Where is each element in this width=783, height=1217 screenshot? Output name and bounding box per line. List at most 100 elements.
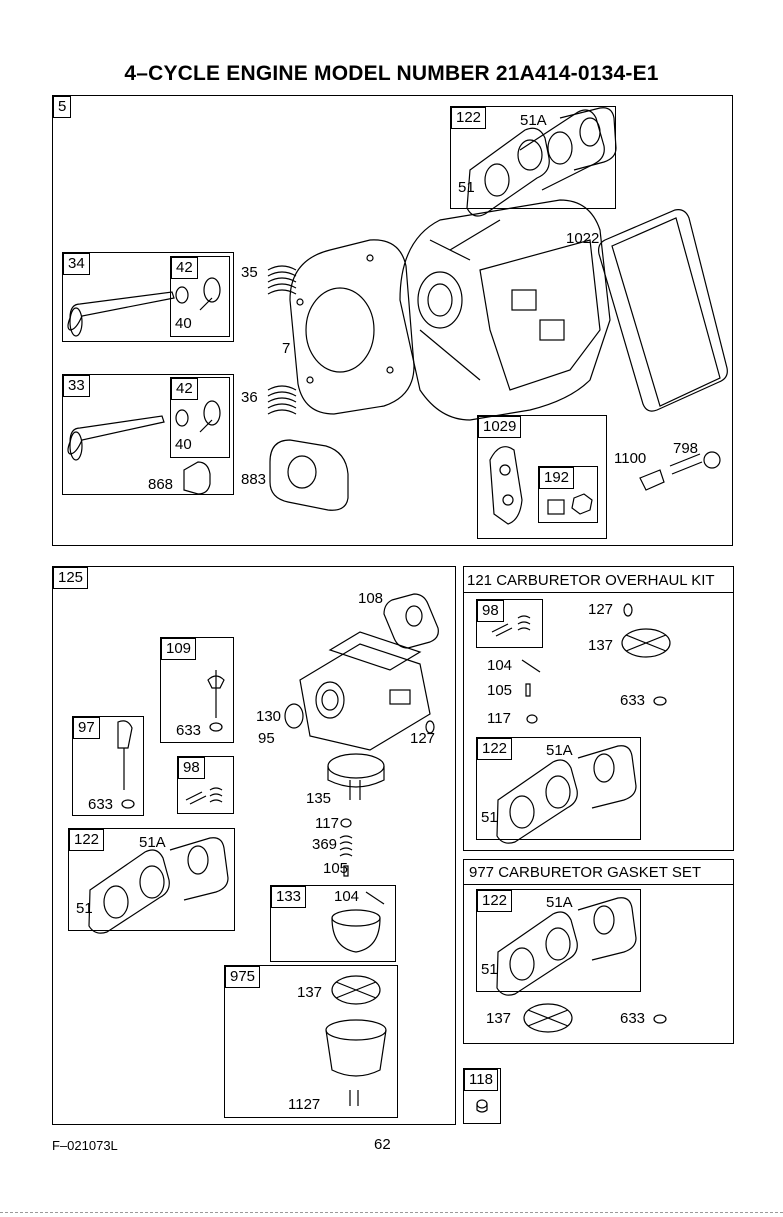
jet-drawing-117-kit bbox=[526, 714, 538, 724]
ref-tag-122-top: 122 bbox=[451, 107, 487, 129]
ref-tag-975: 975 bbox=[225, 966, 261, 988]
intake-gasket-drawing-top bbox=[466, 107, 617, 217]
gasket-group-box-set bbox=[476, 889, 641, 992]
intake-valve-box bbox=[62, 374, 234, 495]
valve-drawing-34 bbox=[67, 277, 221, 337]
gasket-group-box-top bbox=[450, 106, 616, 209]
ref-tag-125: 125 bbox=[53, 567, 89, 589]
label-105-carb: 105 bbox=[323, 860, 349, 877]
label-130: 130 bbox=[256, 708, 282, 725]
label-36: 36 bbox=[241, 389, 258, 406]
label-40a: 40 bbox=[175, 315, 192, 332]
ref-tag-34: 34 bbox=[63, 253, 90, 275]
label-105-kit: 105 bbox=[487, 682, 513, 699]
ref-tag-33: 33 bbox=[63, 375, 90, 397]
label-868: 868 bbox=[148, 476, 174, 493]
gasket-set-header: 977 CARBURETOR GASKET SET bbox=[469, 864, 702, 881]
label-633-throttle: 633 bbox=[88, 796, 114, 813]
bowl-gasket-drawing-kit bbox=[621, 628, 671, 658]
label-137-carb: 137 bbox=[297, 984, 323, 1001]
breather-tube-drawing bbox=[639, 451, 721, 491]
choke-shaft-drawing bbox=[207, 670, 225, 732]
document-code: F–021073L bbox=[52, 1138, 118, 1153]
rocker-nut-box bbox=[538, 466, 598, 523]
bottom-dashed-rule bbox=[0, 1212, 783, 1213]
label-633-kit: 633 bbox=[620, 692, 646, 709]
intake-gasket-drawing-set bbox=[496, 897, 637, 996]
label-51-top: 51 bbox=[458, 179, 475, 196]
part-118-panel bbox=[463, 1068, 501, 1124]
label-798: 798 bbox=[673, 440, 699, 457]
page-number: 62 bbox=[374, 1136, 391, 1153]
label-633-set: 633 bbox=[620, 1010, 646, 1027]
label-104-kit: 104 bbox=[487, 657, 513, 674]
overhaul-kit-header-rule bbox=[463, 592, 734, 593]
cylinder-head-panel bbox=[52, 95, 733, 546]
needle-drawing-105-kit bbox=[525, 683, 531, 697]
ref-tag-133: 133 bbox=[271, 886, 307, 908]
label-95: 95 bbox=[258, 730, 275, 747]
exhaust-valve-box bbox=[62, 252, 234, 342]
ref-tag-98-carb: 98 bbox=[178, 757, 205, 779]
intake-gasket-drawing-carb bbox=[88, 837, 229, 934]
part-118-drawing bbox=[476, 1099, 488, 1113]
valve-drawing-33 bbox=[67, 400, 221, 461]
throttle-plate-drawing bbox=[284, 703, 304, 729]
gasket-group-box-carb bbox=[68, 828, 235, 931]
idle-screw-drawing-kit bbox=[491, 615, 531, 637]
page-title: 4–CYCLE ENGINE MODEL NUMBER 21A414-0134-… bbox=[124, 62, 659, 85]
gasket-set-panel bbox=[463, 859, 734, 1044]
label-135: 135 bbox=[306, 790, 332, 807]
ref-tag-118: 118 bbox=[464, 1069, 498, 1091]
label-117-carb: 117 bbox=[315, 815, 339, 832]
label-40b: 40 bbox=[175, 436, 192, 453]
ref-tag-97: 97 bbox=[73, 717, 100, 739]
idle-screw-box-carb bbox=[177, 756, 234, 814]
ref-tag-42b: 42 bbox=[171, 378, 198, 400]
label-127-kit: 127 bbox=[588, 601, 614, 618]
label-108: 108 bbox=[358, 590, 384, 607]
idle-screw-box-kit bbox=[476, 599, 543, 648]
label-51A-carb: 51A bbox=[139, 834, 166, 851]
label-1127: 1127 bbox=[288, 1096, 321, 1113]
label-883: 883 bbox=[241, 471, 267, 488]
washer-drawing-633-set bbox=[653, 1014, 667, 1024]
label-1022: 1022 bbox=[566, 230, 600, 247]
label-633-choke: 633 bbox=[176, 722, 202, 739]
valve-cover-gasket-drawing bbox=[598, 209, 728, 412]
washer-drawing-633-kit bbox=[653, 696, 667, 706]
label-1100: 1100 bbox=[614, 450, 647, 467]
label-35: 35 bbox=[241, 264, 258, 281]
seal-drawing-127-kit bbox=[623, 603, 633, 617]
label-7: 7 bbox=[282, 340, 291, 357]
valve-spring-drawing-35 bbox=[267, 265, 297, 295]
cylinder-head-drawing bbox=[399, 199, 611, 421]
jet-spring-drawing bbox=[339, 818, 353, 877]
label-51A-kit: 51A bbox=[546, 742, 573, 759]
ref-tag-1029: 1029 bbox=[478, 416, 522, 438]
head-gasket-drawing bbox=[289, 239, 415, 415]
carburetor-body-drawing bbox=[299, 631, 431, 751]
ref-tag-98-kit: 98 bbox=[477, 600, 504, 622]
label-51A-top: 51A bbox=[520, 112, 547, 129]
bowl-drawing-133 bbox=[331, 891, 385, 953]
ref-tag-122-kit: 122 bbox=[477, 738, 513, 760]
retainer-box-b bbox=[170, 377, 230, 458]
valve-guide-drawing bbox=[183, 461, 211, 495]
carb-gasket-drawing-108 bbox=[383, 593, 439, 649]
retainer-box-a bbox=[170, 256, 230, 337]
pin-drawing-104-kit bbox=[521, 659, 541, 673]
label-369: 369 bbox=[312, 836, 338, 853]
overhaul-kit-header: 121 CARBURETOR OVERHAUL KIT bbox=[467, 572, 715, 589]
overhaul-kit-panel bbox=[463, 566, 734, 851]
float-bowl-box bbox=[270, 885, 396, 962]
throttle-shaft-box bbox=[72, 716, 144, 816]
choke-shaft-box bbox=[160, 637, 234, 743]
ref-tag-42a: 42 bbox=[171, 257, 198, 279]
label-51-kit: 51 bbox=[481, 809, 498, 826]
label-51A-set: 51A bbox=[546, 894, 573, 911]
carburetor-panel bbox=[52, 566, 456, 1125]
label-117-kit: 117 bbox=[487, 710, 511, 727]
label-51-set: 51 bbox=[481, 961, 498, 978]
